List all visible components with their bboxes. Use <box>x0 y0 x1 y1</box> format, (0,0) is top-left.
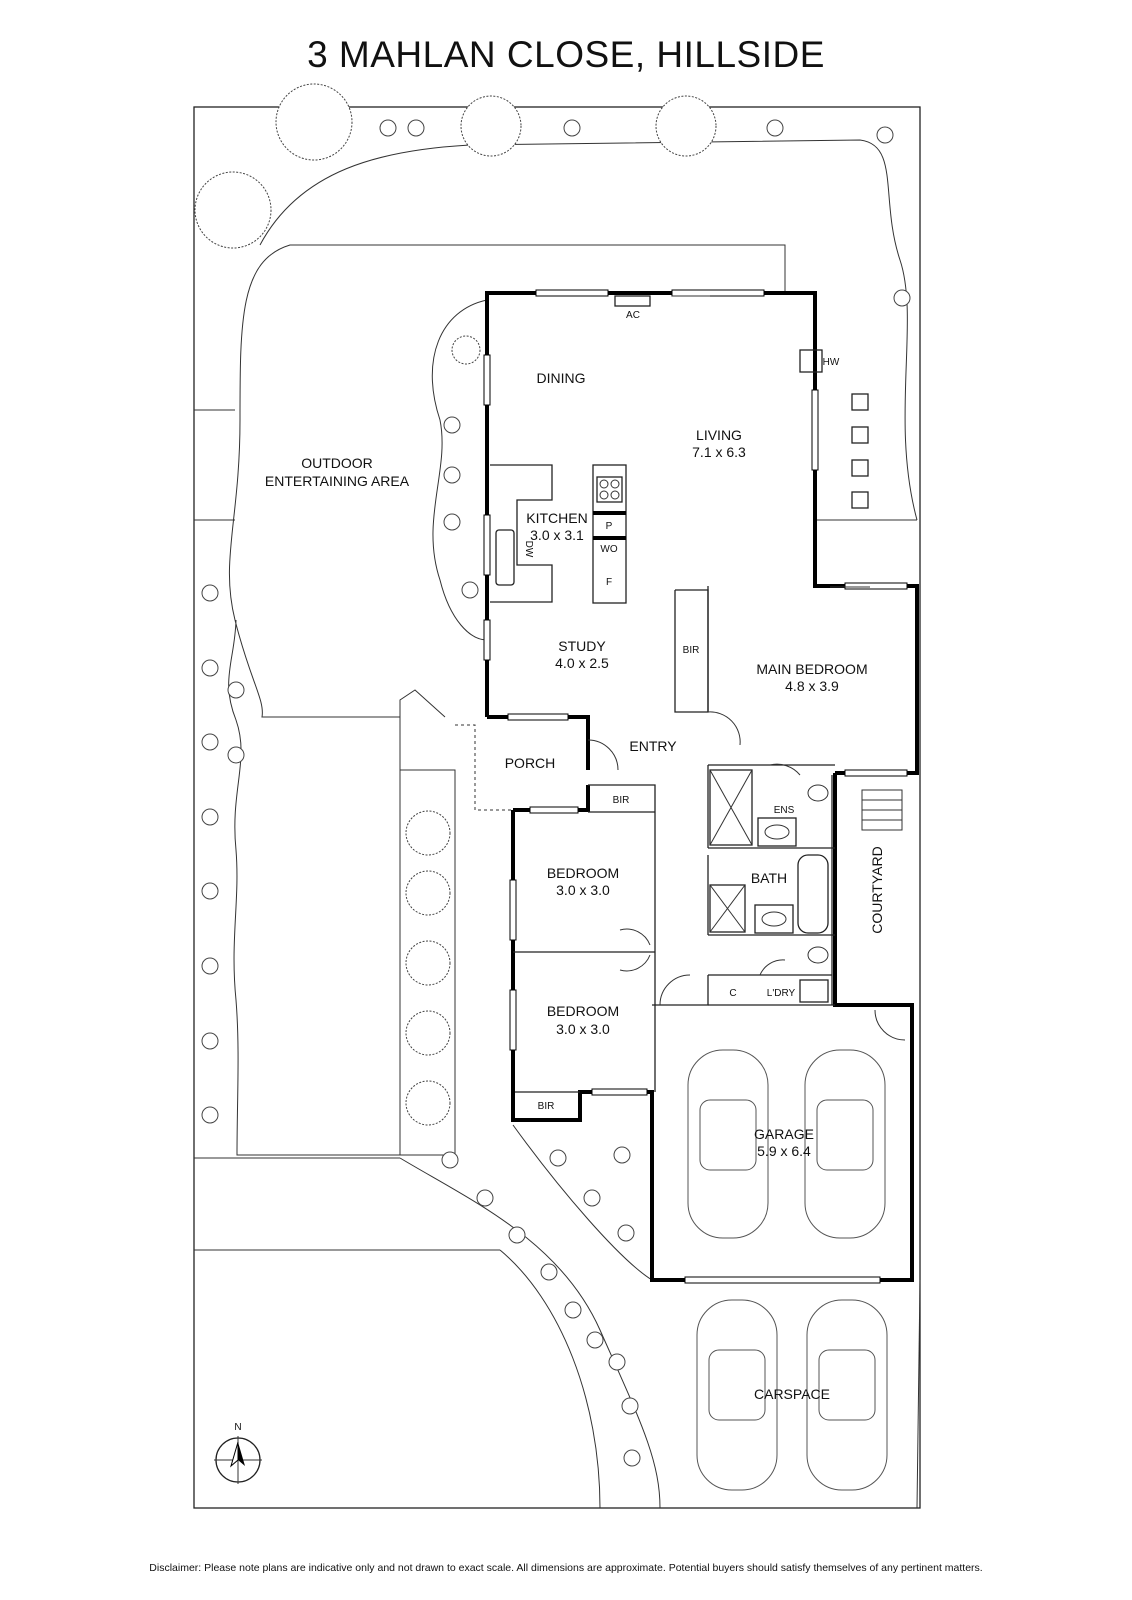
tree-icon <box>275 83 353 161</box>
brick-wall-icon <box>861 789 903 831</box>
shrubs <box>201 119 911 1467</box>
outdoor-label-2: ENTERTAINING AREA <box>265 473 410 489</box>
tree-icon <box>451 335 481 365</box>
stepping-stones <box>851 393 869 509</box>
basin-icon <box>764 824 790 840</box>
bath-label: BATH <box>751 870 787 886</box>
bedroom1-dims: 3.0 x 3.0 <box>556 882 610 898</box>
laundry-label: L'DRY <box>767 988 796 999</box>
bir-bed2-label: BIR <box>538 1101 555 1112</box>
room-labels: DINING LIVING 7.1 x 6.3 OUTDOOR ENTERTAI… <box>265 370 885 1402</box>
outdoor-label: OUTDOOR <box>301 455 373 471</box>
plan-title: 3 MAHLAN CLOSE, HILLSIDE <box>307 34 825 75</box>
living-dims: 7.1 x 6.3 <box>692 444 746 460</box>
living-label: LIVING <box>696 427 742 443</box>
car-icon <box>804 1049 886 1239</box>
tree-icon <box>655 95 717 157</box>
bir-main-label: BIR <box>683 645 700 656</box>
study-dims: 4.0 x 2.5 <box>555 655 609 671</box>
driveway-edge <box>512 1124 653 1281</box>
car-icon <box>687 1049 769 1239</box>
study-label: STUDY <box>558 638 606 654</box>
entry-label: ENTRY <box>629 738 677 754</box>
compass-icon: N <box>214 1422 262 1484</box>
garage-dims: 5.9 x 6.4 <box>757 1143 811 1159</box>
car-icon <box>806 1299 888 1491</box>
garage-label: GARAGE <box>754 1126 814 1142</box>
hw-label: HW <box>823 357 840 368</box>
windows <box>483 289 908 1284</box>
tree-icon <box>405 940 451 986</box>
tree-icon <box>405 1080 451 1126</box>
bathroom-fixtures <box>709 769 903 1003</box>
fixture-labels: AC HW DW P WO F BIR BIR BIR C <box>523 310 840 1112</box>
car-icon <box>696 1299 778 1491</box>
tree-icon <box>194 171 272 249</box>
tree-icon <box>405 870 451 916</box>
exterior-walls <box>485 291 919 1282</box>
ens-label: ENS <box>774 805 795 816</box>
kitchen-dims: 3.0 x 3.1 <box>530 527 584 543</box>
main-bedroom-dims: 4.8 x 3.9 <box>785 678 839 694</box>
outdoor-area-outline <box>228 244 786 1156</box>
fridge-label: F <box>606 577 612 588</box>
sink-icon <box>495 529 515 586</box>
main-bedroom-label: MAIN BEDROOM <box>756 661 867 677</box>
kitchen-joinery <box>490 295 823 604</box>
cars <box>687 1049 888 1491</box>
disclaimer: Disclaimer: Please note plans are indica… <box>149 1562 983 1574</box>
courtyard-label: COURTYARD <box>869 846 885 933</box>
tree-icon <box>460 95 522 157</box>
tree-icon <box>405 810 451 856</box>
bedroom2-label: BEDROOM <box>547 1003 619 1019</box>
carspace-label: CARSPACE <box>754 1386 830 1402</box>
tree-icon <box>405 1010 451 1056</box>
ac-label: AC <box>626 310 640 321</box>
site-boundary <box>193 106 921 1509</box>
dishwasher-label: DW <box>523 541 534 558</box>
pantry-label: P <box>606 521 613 532</box>
outdoor-curve <box>431 299 488 641</box>
bedroom1-label: BEDROOM <box>547 865 619 881</box>
driveway-edge <box>399 1157 661 1509</box>
cupboard-label: C <box>729 988 736 999</box>
garden-path <box>259 139 918 521</box>
cooktop-icon <box>596 476 623 503</box>
dining-label: DINING <box>537 370 586 386</box>
bir-bed1-label: BIR <box>613 795 630 806</box>
wall-oven-label: WO <box>600 544 617 555</box>
bedroom2-dims: 3.0 x 3.0 <box>556 1021 610 1037</box>
bathtub-icon <box>797 854 829 934</box>
kitchen-label: KITCHEN <box>526 510 587 526</box>
doors <box>587 295 906 1041</box>
porch-label: PORCH <box>505 755 556 771</box>
shower-icon <box>709 769 753 846</box>
trees <box>194 83 717 1126</box>
compass-north-label: N <box>234 1422 241 1433</box>
toilet-icon <box>807 784 829 802</box>
